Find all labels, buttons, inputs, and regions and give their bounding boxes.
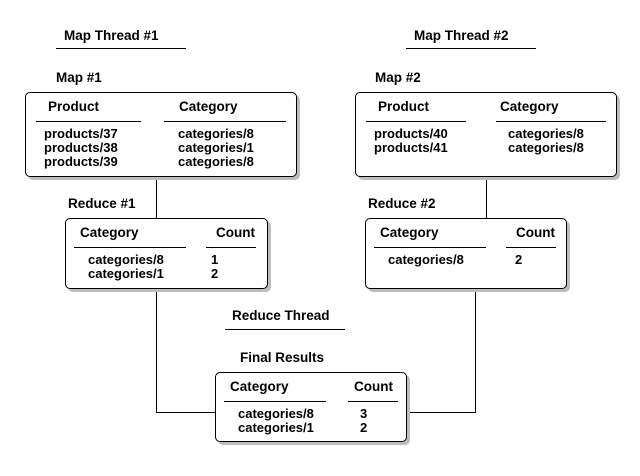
map-1-category-cell: categories/1 <box>178 140 254 155</box>
reduce-1-category-column: Category categories/8 categories/1 <box>74 225 186 281</box>
reduce-2-title: Reduce #2 <box>368 196 436 211</box>
reduce-1-category-header: Category <box>80 225 139 240</box>
map-2-category-values: categories/8 categories/8 <box>496 127 606 155</box>
final-count-header: Count <box>354 379 393 394</box>
reduce-2-category-values: categories/8 <box>374 253 486 267</box>
reduce-thread-underline <box>225 329 345 330</box>
map-1-product-header-rule <box>36 121 141 122</box>
reduce-1-count-cell: 1 <box>211 252 219 267</box>
map-thread-2-underline <box>406 48 536 49</box>
reduce-1-category-header-rule <box>74 247 186 248</box>
map-1-category-header: Category <box>179 99 238 114</box>
reduce-2-category-cell: categories/8 <box>388 252 464 267</box>
reduce-1-count-column: Count 1 2 <box>206 225 256 281</box>
connector-reduce2-final <box>405 287 476 413</box>
final-count-column: Count 3 2 <box>348 379 398 435</box>
final-count-values: 3 2 <box>348 407 398 435</box>
map-2-category-cell: categories/8 <box>508 140 584 155</box>
map-1-category-column: Category categories/8 categories/1 categ… <box>164 99 286 169</box>
map-2-category-cell: categories/8 <box>508 126 584 141</box>
map-1-product-header: Product <box>48 99 100 114</box>
final-category-column: Category categories/8 categories/1 <box>224 379 326 435</box>
map-2-product-cell: products/40 <box>374 126 448 141</box>
map-2-category-column: Category categories/8 categories/8 <box>496 99 606 155</box>
final-category-header-rule <box>224 401 326 402</box>
final-results-title: Final Results <box>240 350 325 365</box>
reduce-2-count-values: 2 <box>506 253 556 267</box>
map-2-product-values: products/40 products/41 <box>366 127 466 155</box>
reduce-1-title: Reduce #1 <box>68 196 136 211</box>
map-thread-1-title: Map Thread #1 <box>64 28 159 43</box>
map-1-category-values: categories/8 categories/1 categories/8 <box>164 127 286 169</box>
final-category-cell: categories/1 <box>238 420 314 435</box>
reduce-2-count-cell: 2 <box>515 252 523 267</box>
map-1-category-cell: categories/8 <box>178 126 254 141</box>
map-2-product-header: Product <box>378 99 430 114</box>
reduce-1-category-values: categories/8 categories/1 <box>74 253 186 281</box>
map-1-product-values: products/37 products/38 products/39 <box>36 127 141 169</box>
reduce-1-category-cell: categories/1 <box>88 266 164 281</box>
reduce-1-box: Category categories/8 categories/1 Count… <box>65 218 268 289</box>
final-category-header: Category <box>230 379 289 394</box>
reduce-2-category-column: Category categories/8 <box>374 225 486 267</box>
map-1-box: Product products/37 products/38 products… <box>25 92 297 177</box>
map-1-category-cell: categories/8 <box>178 154 254 169</box>
map-1-category-header-rule <box>164 121 286 122</box>
final-count-cell: 2 <box>360 420 368 435</box>
map-1-product-cell: products/37 <box>44 126 118 141</box>
reduce-2-count-column: Count 2 <box>506 225 556 267</box>
map-2-box: Product products/40 products/41 Category… <box>355 92 617 177</box>
reduce-1-category-cell: categories/8 <box>88 252 164 267</box>
reduce-1-count-cell: 2 <box>211 266 219 281</box>
map-2-product-column: Product products/40 products/41 <box>366 99 466 155</box>
final-category-values: categories/8 categories/1 <box>224 407 326 435</box>
reduce-1-count-header-rule <box>206 247 256 248</box>
reduce-2-category-header-rule <box>374 247 486 248</box>
map-1-product-cell: products/39 <box>44 154 118 169</box>
map-1-product-column: Product products/37 products/38 products… <box>36 99 141 169</box>
final-category-cell: categories/8 <box>238 406 314 421</box>
reduce-1-count-values: 1 2 <box>206 253 256 281</box>
map-2-category-header: Category <box>500 99 559 114</box>
map-1-product-cell: products/38 <box>44 140 118 155</box>
map-2-title: Map #2 <box>375 70 421 85</box>
map-2-category-header-rule <box>496 121 606 122</box>
final-results-box: Category categories/8 categories/1 Count… <box>215 372 407 442</box>
reduce-2-count-header: Count <box>516 225 555 240</box>
final-count-header-rule <box>348 401 398 402</box>
final-count-cell: 3 <box>360 406 368 421</box>
reduce-2-box: Category categories/8 Count 2 <box>365 218 567 289</box>
reduce-1-count-header: Count <box>216 225 255 240</box>
reduce-2-count-header-rule <box>506 247 556 248</box>
map-thread-2-title: Map Thread #2 <box>414 28 509 43</box>
map-2-product-cell: products/41 <box>374 140 448 155</box>
reduce-2-category-header: Category <box>380 225 439 240</box>
reduce-thread-title: Reduce Thread <box>232 308 330 323</box>
map-2-product-header-rule <box>366 121 466 122</box>
connector-reduce1-final <box>156 287 216 413</box>
map-1-title: Map #1 <box>56 70 102 85</box>
map-thread-1-underline <box>56 48 186 49</box>
